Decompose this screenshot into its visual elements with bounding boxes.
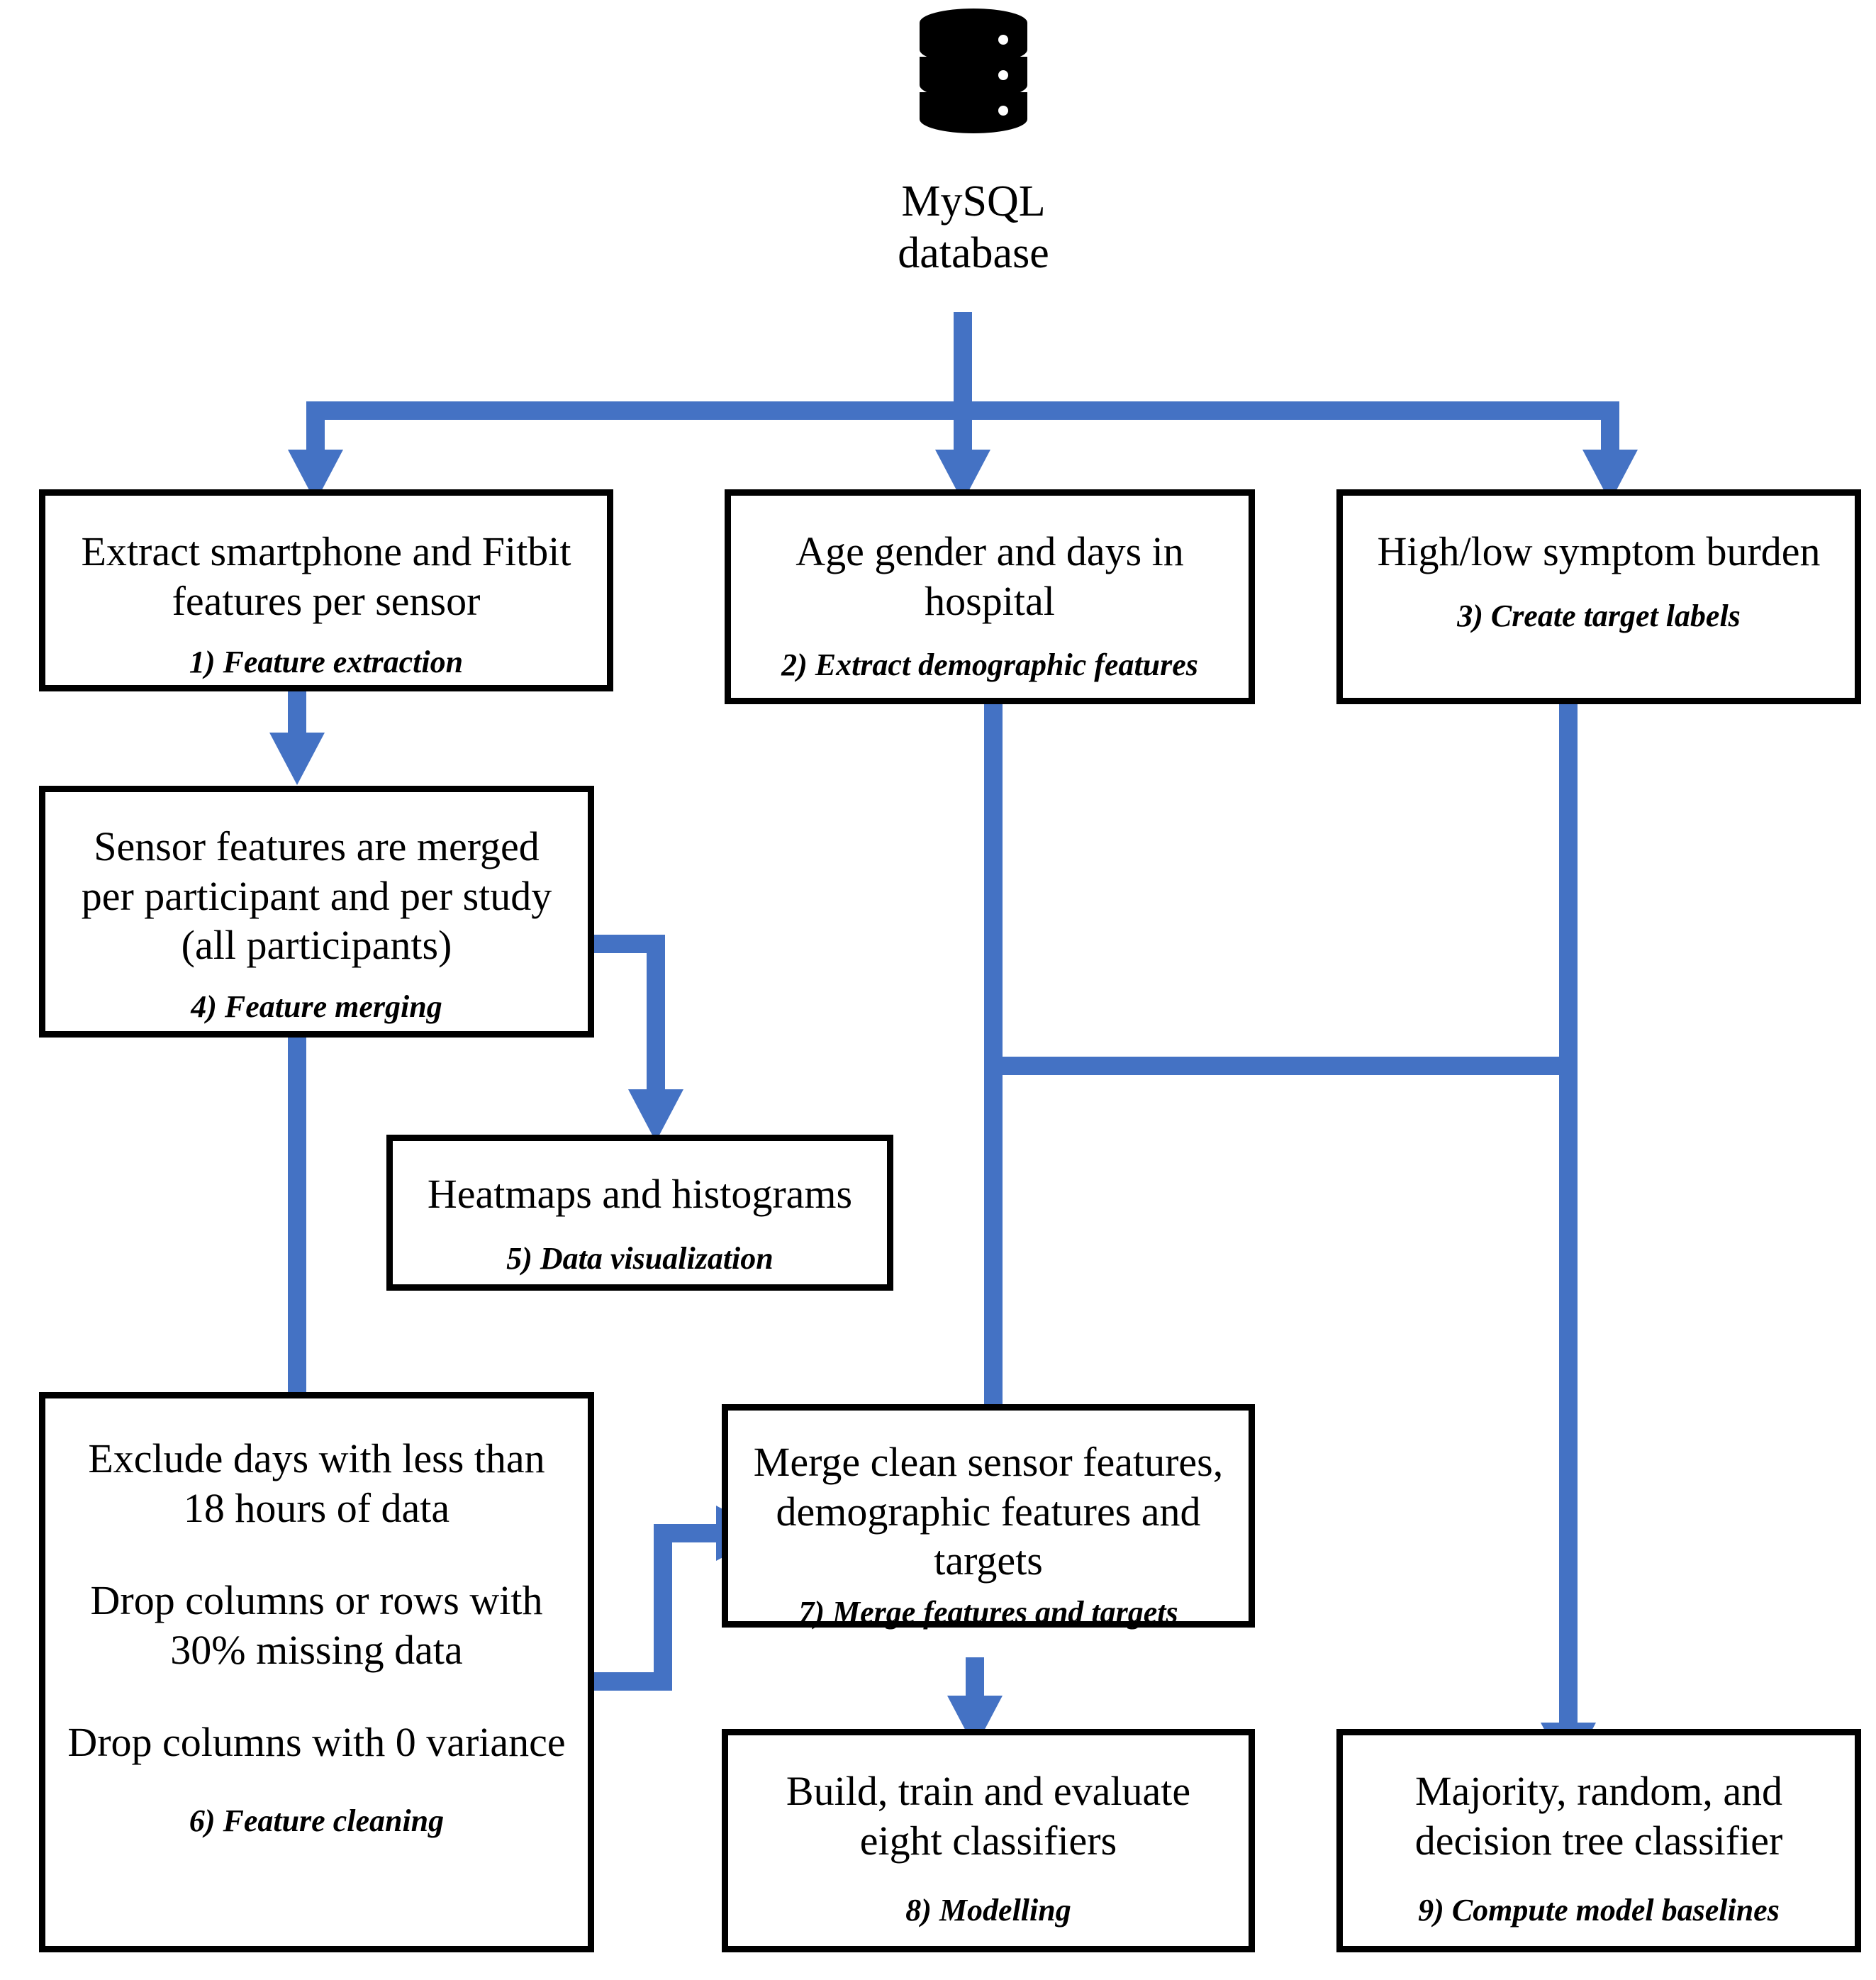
node-2-line-1: Age gender and days in hospital bbox=[795, 528, 1184, 624]
database-label-line2: database bbox=[898, 229, 1049, 278]
connector-node4-to-node6-stem bbox=[288, 1038, 306, 1446]
connector-bus-to-node2-stem bbox=[954, 401, 972, 450]
connector-bus-to-node3-stem bbox=[1601, 401, 1619, 450]
connector-node4-to-node5-arrowhead bbox=[628, 1089, 683, 1142]
node-5-line-1: Heatmaps and histograms bbox=[427, 1171, 853, 1217]
connector-node3-to-node9-stem bbox=[1559, 704, 1578, 1723]
node-4-feature-merging[interactable]: Sensor features are merged per participa… bbox=[39, 786, 594, 1038]
node-6-line-1: Exclude days with less than 18 hours of … bbox=[88, 1435, 545, 1531]
node-8-modelling[interactable]: Build, train and evaluate eight classifi… bbox=[722, 1729, 1255, 1952]
connector-node7-to-node8-stem bbox=[966, 1657, 984, 1696]
connector-node2-to-node7-stem bbox=[984, 704, 1003, 1446]
node-7-step-label: 7) Merge features and targets bbox=[798, 1594, 1178, 1630]
node-3-create-target-labels[interactable]: High/low symptom burden 3) Create target… bbox=[1336, 489, 1861, 704]
node-6-line-2: Drop columns or rows with 30% missing da… bbox=[90, 1577, 543, 1673]
node-2-body: Age gender and days in hospital bbox=[747, 527, 1233, 625]
node-5-step-label: 5) Data visualization bbox=[506, 1240, 774, 1276]
database-label-line1: MySQL bbox=[901, 177, 1046, 226]
connector-node6-to-node7-vertical bbox=[654, 1524, 672, 1691]
node-1-body: Extract smartphone and Fitbit features p… bbox=[64, 527, 588, 625]
node-7-body: Merge clean sensor features, demographic… bbox=[742, 1437, 1234, 1586]
node-1-step-label: 1) Feature extraction bbox=[189, 645, 464, 680]
node-1-line-1: Extract smartphone and Fitbit features p… bbox=[81, 528, 571, 624]
node-3-line-1: High/low symptom burden bbox=[1377, 528, 1821, 574]
connector-node1-to-node4-stem bbox=[288, 691, 306, 733]
node-3-body: High/low symptom burden bbox=[1358, 527, 1839, 577]
node-7-merge-features-and-targets[interactable]: Merge clean sensor features, demographic… bbox=[722, 1404, 1255, 1630]
node-6-body: Exclude days with less than 18 hours of … bbox=[64, 1434, 569, 1767]
connector-db-trunk bbox=[954, 312, 972, 406]
node-2-step-label: 2) Extract demographic features bbox=[781, 647, 1198, 683]
node-8-line-1: Build, train and evaluate eight classifi… bbox=[786, 1768, 1191, 1864]
node-6-feature-cleaning[interactable]: Exclude days with less than 18 hours of … bbox=[39, 1392, 594, 1952]
connector-node4-to-node5-vertical bbox=[647, 935, 665, 1089]
connector-bus-to-node1-stem bbox=[306, 401, 325, 450]
node-8-step-label: 8) Modelling bbox=[905, 1893, 1071, 1928]
node-8-body: Build, train and evaluate eight classifi… bbox=[744, 1767, 1233, 1865]
node-9-step-label: 9) Compute model baselines bbox=[1418, 1893, 1780, 1928]
connector-node6-to-node7-upper-horizontal bbox=[654, 1524, 718, 1542]
database-label: MySQL database bbox=[789, 176, 1158, 279]
node-7-line-1: Merge clean sensor features, demographic… bbox=[753, 1439, 1224, 1584]
node-4-line-1: Sensor features are merged per participa… bbox=[81, 823, 552, 969]
connector-node1-to-node4-arrowhead bbox=[269, 733, 325, 785]
node-5-body: Heatmaps and histograms bbox=[408, 1169, 871, 1219]
node-2-extract-demographic-features[interactable]: Age gender and days in hospital 2) Extra… bbox=[725, 489, 1255, 704]
connector-node2-node3-crossbar bbox=[984, 1057, 1578, 1075]
node-6-line-3: Drop columns with 0 variance bbox=[67, 1719, 566, 1766]
node-3-step-label: 3) Create target labels bbox=[1457, 598, 1741, 633]
node-5-data-visualization[interactable]: Heatmaps and histograms 5) Data visualiz… bbox=[386, 1135, 893, 1291]
node-4-body: Sensor features are merged per participa… bbox=[64, 822, 569, 970]
database-cylinder-icon bbox=[917, 7, 1030, 142]
node-1-feature-extraction[interactable]: Extract smartphone and Fitbit features p… bbox=[39, 489, 613, 691]
node-9-compute-model-baselines[interactable]: Majority, random, and decision tree clas… bbox=[1336, 1729, 1861, 1952]
node-4-step-label: 4) Feature merging bbox=[191, 989, 442, 1024]
node-9-body: Majority, random, and decision tree clas… bbox=[1358, 1767, 1839, 1865]
node-6-step-label: 6) Feature cleaning bbox=[189, 1803, 445, 1838]
node-9-line-1: Majority, random, and decision tree clas… bbox=[1414, 1768, 1783, 1864]
